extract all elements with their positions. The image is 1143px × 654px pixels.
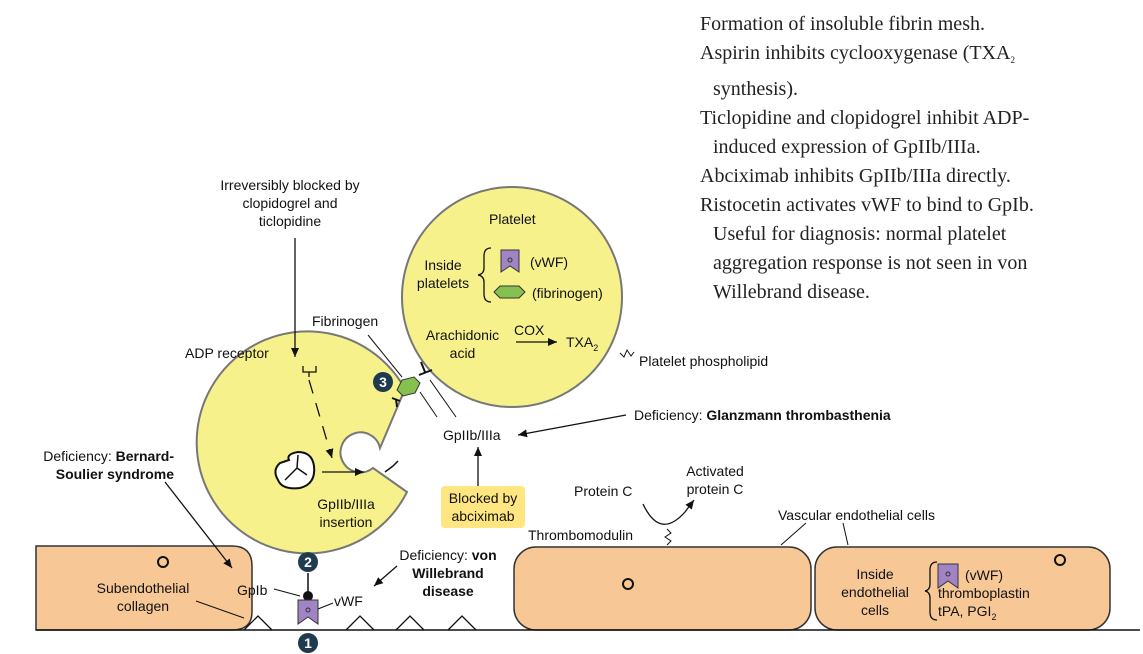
inserted-receptor <box>384 460 399 473</box>
adp-dashed-line <box>308 379 334 459</box>
glanzmann-label: Deficiency: Glanzmann thrombasthenia <box>634 407 891 423</box>
thrombomodulin-squiggle <box>664 528 672 546</box>
vwf-paren-label: (vWF) <box>530 254 569 270</box>
gpiib-pointer-2 <box>429 379 457 418</box>
protein-c-curve <box>642 499 695 525</box>
step-3-badge: 3 <box>373 372 393 392</box>
platelet-title: Platelet <box>489 211 536 227</box>
phospholipid-squiggle <box>619 348 635 358</box>
fibrinogen-paren-label: (fibrinogen) <box>532 285 603 301</box>
note-line: aggregation response is not seen in von <box>713 252 1028 274</box>
irreversibly-blocked-label: Irreversibly blocked by clopidogrel and … <box>220 177 360 229</box>
step-1-badge: 1 <box>298 633 318 653</box>
endothelial-cell-left <box>513 546 812 631</box>
endothelial-nucleus-left <box>622 578 634 590</box>
note-line: Ticlopidine and clopidogrel inhibit ADP- <box>700 107 1030 129</box>
cox-label: COX <box>514 322 545 338</box>
platelet-phospholipid-label: Platelet phospholipid <box>639 353 769 369</box>
arachidonic-acid-label: Arachidonic acid <box>425 327 500 361</box>
vascular-endothelial-label: Vascular endothelial cells <box>778 507 935 523</box>
blocked-by-abciximab-label: Blocked by abciximab <box>448 490 518 524</box>
note-line: Aspirin inhibits cyclooxygenase (TXA2 <box>700 42 1015 65</box>
gpiib-pointer-1 <box>419 391 438 418</box>
collagen-nucleus <box>157 556 169 568</box>
adp-receptor-label: ADP receptor <box>185 345 269 361</box>
note-line: induced expression of GpIIb/IIIa. <box>713 136 981 158</box>
vwf-icon <box>500 249 520 273</box>
collagen-pointer <box>195 600 245 619</box>
gpiib-iiia-label: GpIIb/IIIa <box>443 427 501 443</box>
gpib-pointer <box>273 588 301 597</box>
gpib-label: GpIb <box>237 582 268 598</box>
abciximab-highlight <box>441 486 525 528</box>
note-line: Ristocetin activates vWF to bind to GpIb… <box>700 194 1034 216</box>
endothelial-nucleus-right <box>1054 554 1066 566</box>
note-line: Willebrand disease. <box>713 281 870 303</box>
fibrinogen-pointer <box>367 334 403 378</box>
bernard-soulier-label: Deficiency: Bernard- Soulier syndrome <box>43 448 174 482</box>
fibrinogen-icon <box>493 285 526 299</box>
txa-label: TXA2 <box>566 334 599 353</box>
vwf-pointer <box>317 602 334 610</box>
collagen-zigzag <box>243 615 477 631</box>
inside-platelets-brace <box>477 247 492 303</box>
thrombomodulin-label: Thrombomodulin <box>528 527 634 543</box>
gpiib-receptor-lower <box>391 397 401 408</box>
gpiib-insertion-label: GpIIb/IIIa insertion <box>317 496 375 530</box>
activated-platelet <box>195 330 409 555</box>
vascular-pointer-2 <box>842 522 849 546</box>
vascular-pointer-1 <box>780 522 807 546</box>
step-2-badge: 2 <box>298 552 318 572</box>
vwf-label: vWF <box>334 593 363 609</box>
adp-receptor <box>302 366 317 377</box>
inside-endothelial-brace <box>924 561 938 621</box>
note-line: Abciximab inhibits GpIIb/IIIa directly. <box>700 165 1011 187</box>
protein-c-label: Protein C <box>574 483 633 499</box>
von-willebrand-label: Deficiency: von Willebrand disease <box>399 547 497 599</box>
note-line: synthesis). <box>713 78 798 100</box>
note-line: Formation of insoluble fibrin mesh. <box>700 13 985 35</box>
inside-endothelial-label: Inside endothelial cells <box>841 566 909 618</box>
fibrinogen-label: Fibrinogen <box>312 313 379 329</box>
activated-protein-c-label: Activated protein C <box>686 463 744 497</box>
gpib-receptor <box>303 591 313 601</box>
von-willebrand-arrow <box>373 565 398 587</box>
gpiib-receptor-upper <box>418 361 433 376</box>
notes-panel: Formation of insoluble fibrin mesh. Aspi… <box>700 10 1140 307</box>
endothelial-contents-label: (vWF) thromboplastin tPA, PGI2 <box>938 567 1030 622</box>
subendothelial-collagen-label: Subendothelial collagen <box>96 580 190 614</box>
inside-platelets-label: Inside platelets <box>416 257 470 291</box>
bernard-soulier-arrow <box>164 481 233 569</box>
note-line: Useful for diagnosis: normal platelet <box>713 223 1007 245</box>
fibrinogen-bridge <box>396 376 421 397</box>
glanzmann-arrow <box>517 414 627 438</box>
